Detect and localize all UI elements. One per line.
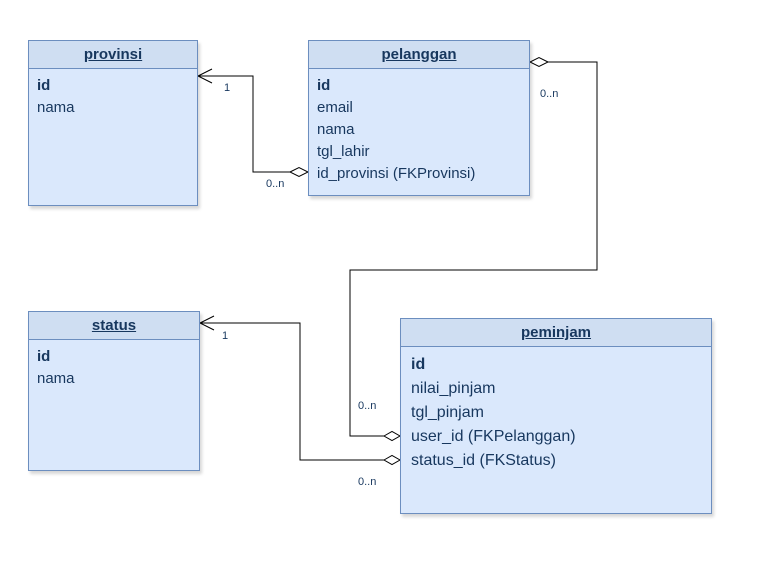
connector-peminjam-status[interactable] [198, 315, 402, 466]
field-provinsi-nama: nama [37, 99, 75, 116]
field-peminjam-id: id [411, 356, 426, 373]
many-diamond-icon [288, 166, 310, 178]
field-peminjam-nilai-pinjam: nilai_pinjam [411, 380, 496, 397]
field-pelanggan-id-provinsi: id_provinsi (FKProvinsi) [317, 165, 476, 182]
entity-title: status [29, 312, 199, 340]
field-status-nama: nama [37, 370, 75, 387]
connector-peminjam-pelanggan[interactable] [349, 56, 598, 442]
entity-provinsi[interactable]: provinsi id nama [28, 40, 198, 206]
field-provinsi-id: id [37, 77, 51, 94]
entity-field-list: id email nama tgl_lahir id_provinsi (FKP… [309, 69, 529, 195]
field-peminjam-user-id: user_id (FKPelanggan) [411, 428, 576, 445]
many-diamond-icon [528, 56, 550, 68]
cardinality-pelanggan-many: 0..n [266, 178, 285, 190]
entity-status[interactable]: status id nama [28, 311, 200, 471]
entity-title: peminjam [401, 319, 711, 347]
cardinality-provinsi-one: 1 [224, 82, 231, 94]
one-arrow-icon [198, 315, 215, 331]
entity-pelanggan[interactable]: pelanggan id email nama tgl_lahir id_pro… [308, 40, 530, 196]
field-pelanggan-tgl-lahir: tgl_lahir [317, 143, 370, 160]
entity-field-list: id nilai_pinjam tgl_pinjam user_id (FKPe… [401, 347, 711, 513]
entity-field-list: id nama [29, 340, 199, 470]
entity-peminjam[interactable]: peminjam id nilai_pinjam tgl_pinjam user… [400, 318, 712, 514]
cardinality-peminjam-status-many: 0..n [358, 476, 377, 488]
field-status-id: id [37, 348, 51, 365]
field-pelanggan-id: id [317, 77, 331, 94]
one-arrow-icon [196, 68, 213, 84]
cardinality-pelanggan-end-many: 0..n [540, 88, 559, 100]
field-peminjam-status-id: status_id (FKStatus) [411, 452, 556, 469]
field-pelanggan-nama: nama [317, 121, 355, 138]
cardinality-peminjam-user-many: 0..n [358, 400, 377, 412]
field-peminjam-tgl-pinjam: tgl_pinjam [411, 404, 484, 421]
many-diamond-icon [382, 430, 402, 442]
entity-title: provinsi [29, 41, 197, 69]
cardinality-status-one: 1 [222, 330, 229, 342]
many-diamond-icon [382, 454, 402, 466]
entity-field-list: id nama [29, 69, 197, 205]
field-pelanggan-email: email [317, 99, 353, 116]
connector-pelanggan-provinsi[interactable] [196, 68, 310, 178]
entity-title: pelanggan [309, 41, 529, 69]
